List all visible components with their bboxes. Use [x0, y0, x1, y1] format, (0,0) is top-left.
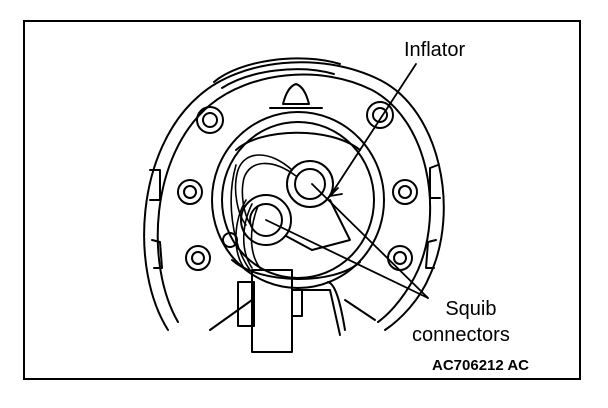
squib-connectors — [240, 160, 351, 251]
inflator-label: Inflator — [404, 39, 466, 61]
harness-connector — [209, 269, 376, 353]
module-housing — [143, 57, 445, 331]
figure-frame — [23, 20, 581, 380]
squib-label-line1: Squib — [445, 298, 497, 320]
squib-connectors-label: Squib connectors — [412, 296, 510, 348]
inflator-body — [211, 111, 385, 289]
figure-code: AC706212 AC — [432, 357, 529, 374]
squib-label-line2: connectors — [412, 324, 510, 346]
wire-harness — [230, 154, 297, 271]
leader-lines — [265, 63, 429, 299]
